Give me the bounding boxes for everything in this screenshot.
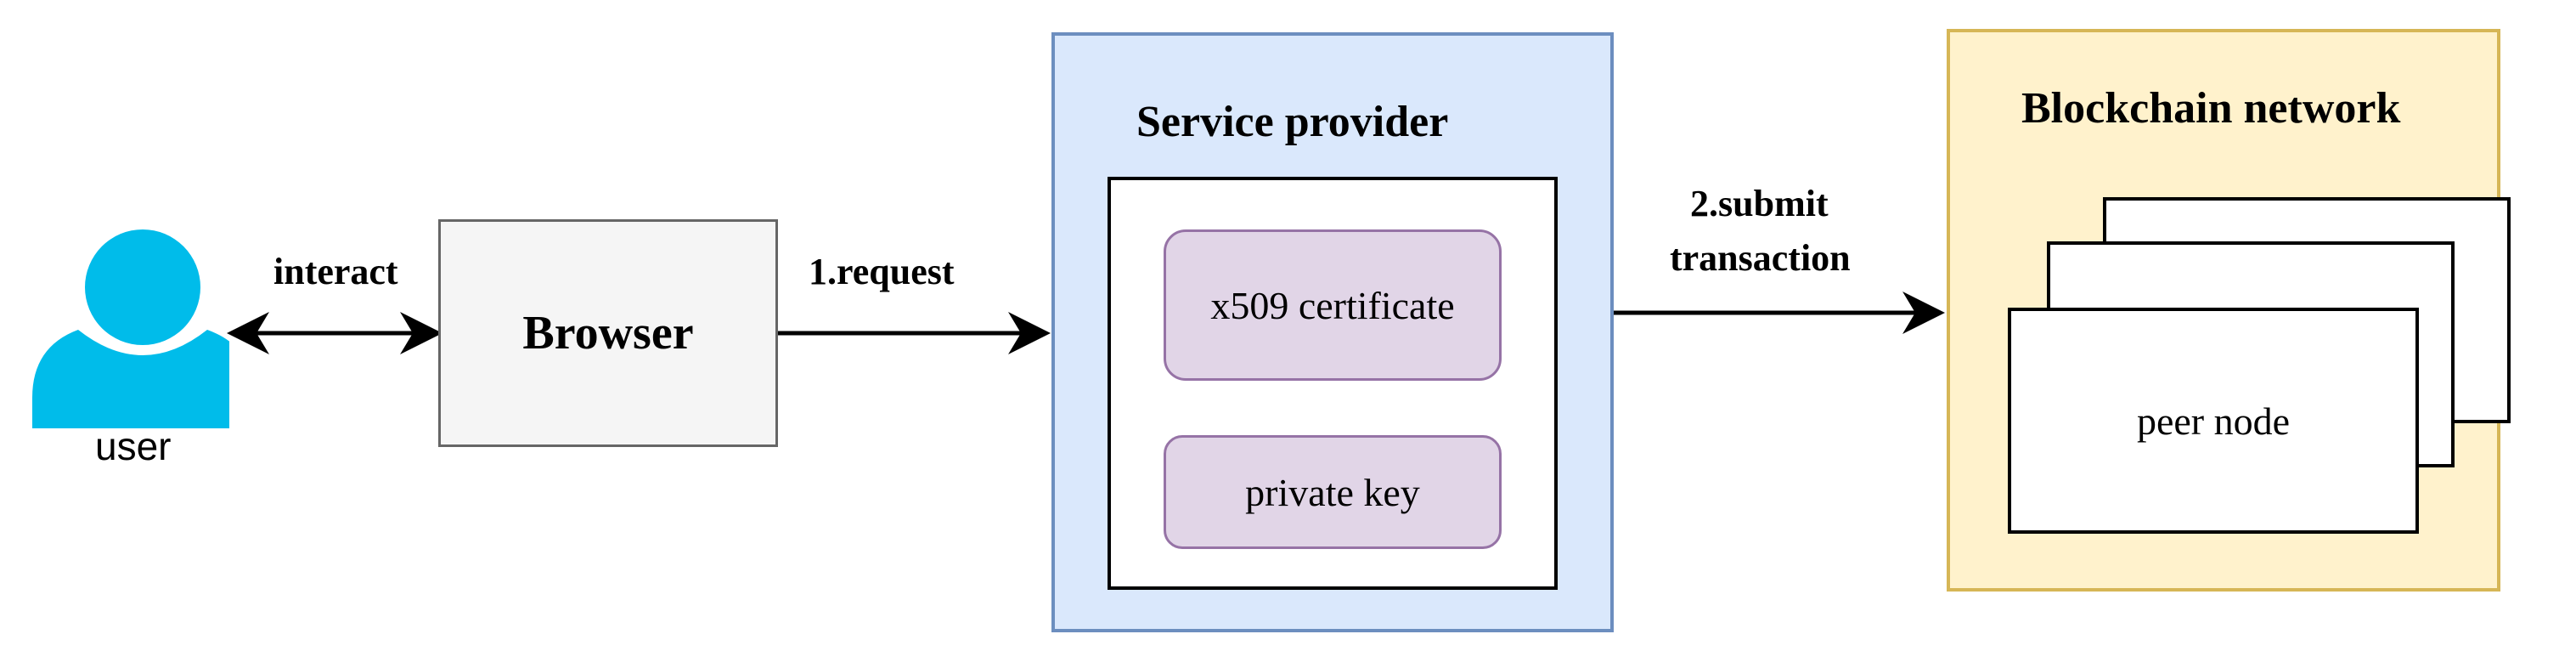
x509-certificate-label: x509 certificate [1210,283,1455,327]
browser-box[interactable]: Browser [438,219,778,447]
request-label: 1.request [809,251,955,292]
submit-label-line2: transaction [1670,237,1851,279]
interact-label: interact [273,251,398,292]
submit-label-line1: 2.submit [1690,183,1829,224]
peer-node-label: peer node [2136,399,2291,443]
browser-label: Browser [522,307,694,359]
x509-certificate-box[interactable]: x509 certificate [1164,229,1502,381]
peer-node-card-front[interactable]: peer node [2008,308,2419,534]
user-label: user [95,424,172,468]
blockchain-network-title: Blockchain network [2021,84,2401,133]
service-provider-title: Service provider [1136,98,1449,146]
private-key-label: private key [1245,470,1420,514]
private-key-box[interactable]: private key [1164,435,1502,549]
user-icon [25,228,255,428]
